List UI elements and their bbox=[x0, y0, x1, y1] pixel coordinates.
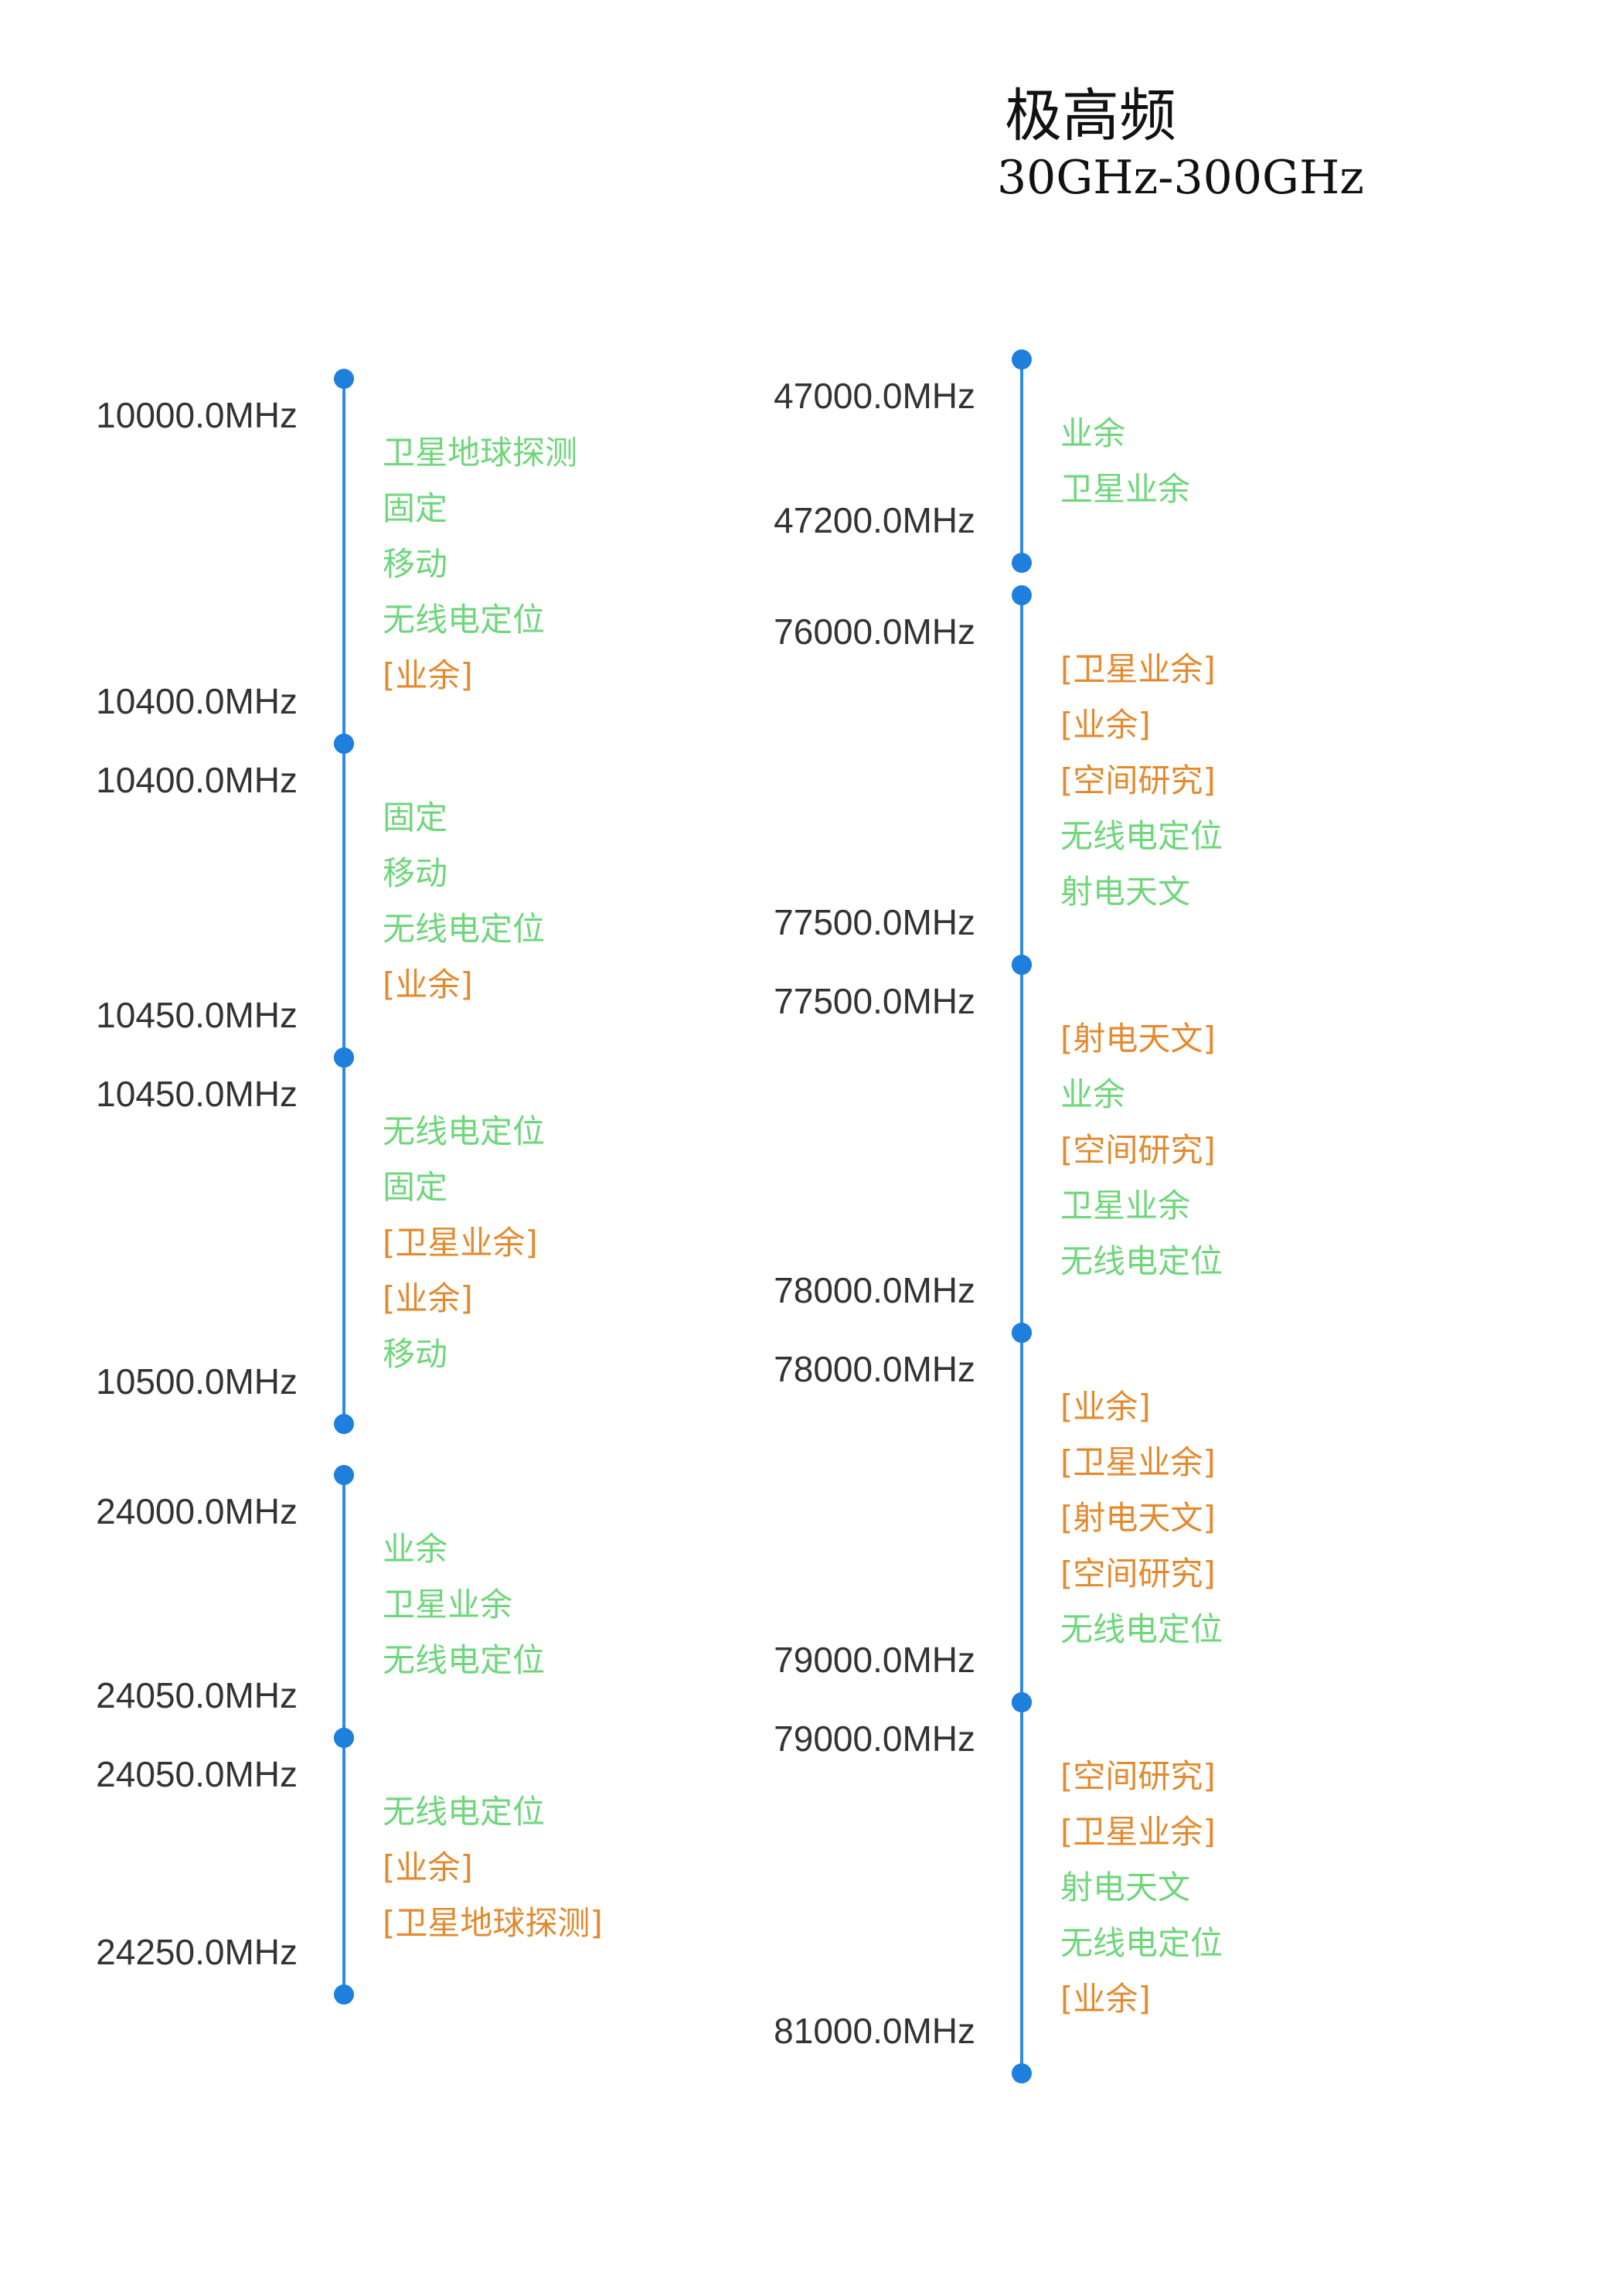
service-label: 无线电定位 bbox=[383, 1641, 546, 1679]
service-label: 无线电定位 bbox=[383, 910, 546, 948]
service-label: [业余] bbox=[383, 656, 473, 694]
band-end-dot bbox=[1012, 2063, 1032, 2083]
service-label: 业余 bbox=[1060, 414, 1126, 452]
service-label: [业余] bbox=[383, 1848, 473, 1886]
band-line bbox=[342, 1475, 345, 1738]
service-label: 无线电定位 bbox=[383, 1112, 546, 1150]
service-label: [业余] bbox=[1060, 1388, 1151, 1426]
service-label: [卫星业余] bbox=[1060, 1443, 1216, 1481]
service-label: 卫星业余 bbox=[383, 1586, 513, 1623]
band-start-frequency: 24000.0MHz bbox=[96, 1491, 298, 1531]
service-label: [卫星地球探测] bbox=[383, 1904, 603, 1942]
service-label: 固定 bbox=[383, 489, 448, 527]
service-label: 移动 bbox=[383, 1335, 448, 1373]
service-label: 无线电定位 bbox=[1060, 1610, 1223, 1648]
band-start-dot bbox=[334, 1465, 354, 1485]
service-label: [空间研究] bbox=[1060, 1555, 1216, 1593]
service-label: 移动 bbox=[383, 854, 448, 892]
service-label: [空间研究] bbox=[1060, 761, 1216, 799]
band-start-frequency: 10400.0MHz bbox=[96, 760, 298, 800]
service-label: [业余] bbox=[1060, 706, 1151, 744]
band-line bbox=[1020, 359, 1023, 563]
band-end-frequency: 77500.0MHz bbox=[774, 902, 975, 942]
band-end-frequency: 79000.0MHz bbox=[774, 1640, 975, 1680]
service-label: 无线电定位 bbox=[1060, 1924, 1223, 1962]
band-end-frequency: 78000.0MHz bbox=[774, 1270, 975, 1310]
band-start-frequency: 76000.0MHz bbox=[774, 611, 975, 652]
band-start-dot bbox=[334, 734, 354, 754]
band-start-frequency: 10000.0MHz bbox=[96, 395, 298, 435]
band-end-frequency: 24250.0MHz bbox=[96, 1932, 298, 1972]
service-label: [业余] bbox=[1060, 1980, 1151, 2018]
band-line bbox=[342, 744, 345, 1058]
band-start-dot bbox=[334, 1048, 354, 1068]
band-end-frequency: 24050.0MHz bbox=[96, 1675, 298, 1715]
band-end-frequency: 10450.0MHz bbox=[96, 995, 298, 1035]
band-start-dot bbox=[334, 369, 354, 389]
band-start-dot bbox=[1012, 955, 1032, 975]
service-label: [射电天文] bbox=[1060, 1499, 1216, 1537]
service-label: 业余 bbox=[383, 1530, 448, 1568]
service-label: [空间研究] bbox=[1060, 1757, 1216, 1795]
band-end-dot bbox=[334, 1414, 354, 1434]
band-line bbox=[1020, 1702, 1023, 2073]
band-line bbox=[342, 1058, 345, 1424]
service-label: 无线电定位 bbox=[383, 1793, 546, 1831]
band-start-frequency: 79000.0MHz bbox=[774, 1719, 975, 1759]
band-end-frequency: 81000.0MHz bbox=[774, 2011, 975, 2051]
service-label: 固定 bbox=[383, 1168, 448, 1206]
service-label: [卫星业余] bbox=[1060, 1813, 1216, 1851]
band-start-dot bbox=[1012, 1692, 1032, 1712]
band-line bbox=[1020, 1333, 1023, 1702]
service-label: [卫星业余] bbox=[1060, 650, 1216, 688]
band-end-frequency: 47200.0MHz bbox=[774, 500, 975, 540]
band-line bbox=[1020, 595, 1023, 965]
service-label: 射电天文 bbox=[1060, 873, 1191, 911]
service-label: 卫星业余 bbox=[1060, 470, 1191, 508]
band-end-frequency: 10500.0MHz bbox=[96, 1361, 298, 1402]
band-end-frequency: 10400.0MHz bbox=[96, 681, 298, 721]
band-start-dot bbox=[1012, 349, 1032, 370]
band-line bbox=[342, 1738, 345, 1995]
band-start-dot bbox=[334, 1728, 354, 1748]
band-line bbox=[342, 379, 345, 744]
band-start-frequency: 47000.0MHz bbox=[774, 376, 975, 416]
service-label: 射电天文 bbox=[1060, 1868, 1191, 1906]
service-label: 无线电定位 bbox=[1060, 817, 1223, 855]
service-label: [空间研究] bbox=[1060, 1131, 1216, 1169]
band-end-dot bbox=[334, 1984, 354, 2005]
service-label: 无线电定位 bbox=[1060, 1242, 1223, 1280]
band-start-frequency: 10450.0MHz bbox=[96, 1074, 298, 1114]
band-start-dot bbox=[1012, 585, 1032, 605]
service-label: [业余] bbox=[383, 1279, 473, 1317]
service-label: [卫星业余] bbox=[383, 1224, 538, 1262]
service-label: 卫星地球探测 bbox=[383, 434, 578, 472]
band-start-frequency: 77500.0MHz bbox=[774, 981, 975, 1021]
service-label: [业余] bbox=[383, 966, 473, 1003]
band-start-frequency: 78000.0MHz bbox=[774, 1349, 975, 1389]
service-label: [射电天文] bbox=[1060, 1020, 1216, 1058]
service-label: 卫星业余 bbox=[1060, 1187, 1191, 1225]
band-end-dot bbox=[1012, 553, 1032, 573]
service-label: 固定 bbox=[383, 799, 448, 836]
page-subtitle: 30GHz-300GHz bbox=[997, 151, 1364, 205]
page-title: 极高频 bbox=[1005, 83, 1176, 149]
service-label: 无线电定位 bbox=[383, 601, 546, 639]
band-line bbox=[1020, 965, 1023, 1333]
service-label: 移动 bbox=[383, 545, 448, 583]
service-label: 业余 bbox=[1060, 1075, 1126, 1113]
band-start-frequency: 24050.0MHz bbox=[96, 1754, 298, 1794]
band-start-dot bbox=[1012, 1323, 1032, 1343]
